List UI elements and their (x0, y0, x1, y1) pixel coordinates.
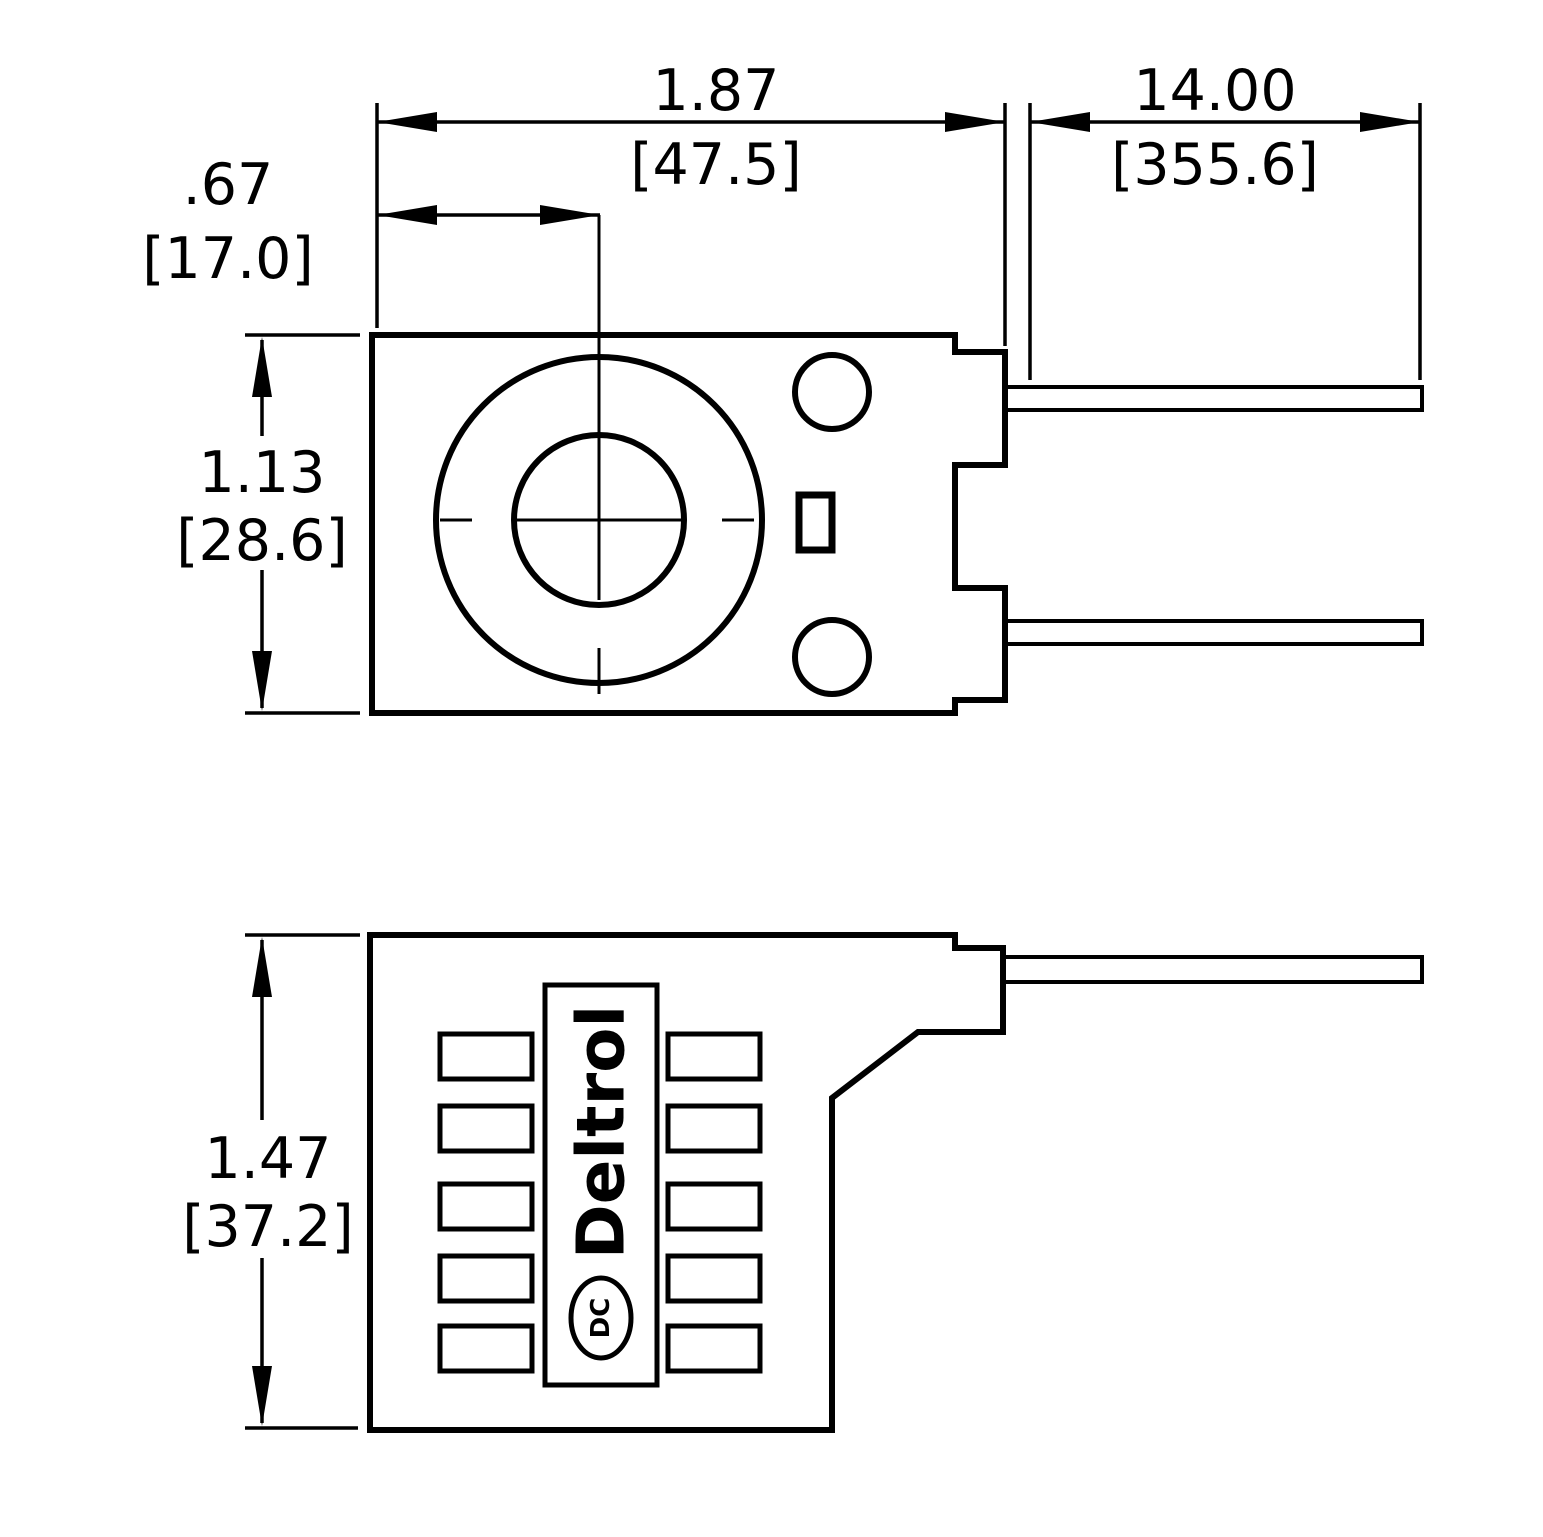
brand-label: Deltrol (563, 1005, 640, 1259)
mounting-hole-top (792, 352, 872, 432)
arrowhead-left-icon (377, 112, 437, 132)
arrowhead-left-icon (1030, 112, 1090, 132)
vent-slot (665, 1103, 763, 1154)
dim-coil-width-mm: [47.5] (630, 132, 801, 198)
brand-logo-monogram: DC (586, 1298, 616, 1339)
vent-slot (665, 1031, 763, 1082)
vent-slot (437, 1103, 535, 1154)
dimension-lead-length: 14.00 [355.6] (1028, 58, 1422, 380)
lead-wire-bottom (1003, 619, 1424, 646)
side-lead-wire (1001, 955, 1424, 984)
arrowhead-left-icon (377, 205, 437, 225)
arrowhead-down-icon (252, 1366, 272, 1426)
dim-lead-length-inches: 14.00 (1133, 58, 1296, 124)
vent-slot (437, 1323, 535, 1374)
dim-lead-length-mm: [355.6] (1111, 132, 1319, 198)
arrowhead-up-icon (252, 337, 272, 397)
vent-slots-right (665, 1031, 763, 1374)
arrowhead-right-icon (540, 205, 600, 225)
top-view (369, 215, 1424, 716)
dimension-center-offset: .67 [17.0] (142, 152, 600, 292)
vent-slot (665, 1181, 763, 1232)
vent-slot (665, 1253, 763, 1304)
dimension-coil-height: 1.13 [28.6] (176, 333, 360, 715)
arrowhead-right-icon (945, 112, 1005, 132)
terminal-slot (795, 491, 836, 554)
vent-slot (665, 1323, 763, 1374)
dim-coil-depth-mm: [37.2] (182, 1194, 353, 1260)
dimension-coil-depth: 1.47 [37.2] (182, 933, 360, 1430)
dim-coil-depth-inches: 1.47 (205, 1126, 332, 1192)
arrowhead-right-icon (1360, 112, 1420, 132)
dim-coil-height-mm: [28.6] (176, 508, 347, 574)
dimension-coil-width: 1.87 [47.5] (375, 58, 1007, 346)
dim-center-offset-inches: .67 (183, 152, 274, 218)
dim-coil-width-inches: 1.87 (653, 58, 780, 124)
vent-slot (437, 1181, 535, 1232)
vent-slot (437, 1031, 535, 1082)
vent-slots-left (437, 1031, 535, 1374)
arrowhead-up-icon (252, 937, 272, 997)
lead-wire-top (1003, 385, 1424, 412)
dim-coil-height-inches: 1.13 (199, 440, 326, 506)
mounting-hole-bottom (792, 617, 872, 697)
vent-slot (437, 1253, 535, 1304)
brand-logo-oval (568, 1275, 634, 1361)
dim-center-offset-mm: [17.0] (142, 226, 313, 292)
arrowhead-down-icon (252, 651, 272, 711)
side-view: Deltrol DC (367, 932, 1424, 1433)
